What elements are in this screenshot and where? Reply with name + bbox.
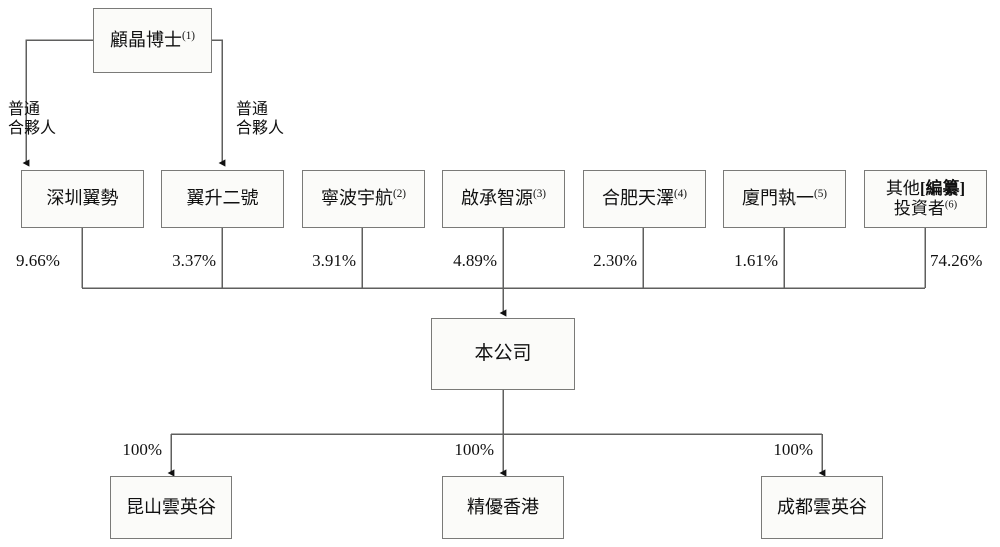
node-xiamen-zhiyi-label: 廈門執一(5) xyxy=(738,188,831,209)
node-ningbo-yuhang-footnote: (2) xyxy=(392,188,406,201)
node-founder[interactable]: 顧晶博士(1) xyxy=(93,8,212,73)
node-chengdu-yunyinggu[interactable]: 成都雲英谷 xyxy=(761,476,883,539)
node-qicheng-zhiyuan-footnote: (3) xyxy=(532,188,546,201)
percent-jingyou-hongkong: 100% xyxy=(454,440,494,459)
node-ningbo-yuhang-label: 寧波宇航(2) xyxy=(317,188,410,209)
percent-shenzhen-yishi: 9.66% xyxy=(16,251,60,270)
node-shenzhen-yishi[interactable]: 深圳翼勢 xyxy=(21,170,144,228)
node-yisheng-erhao-name: 翼升二號 xyxy=(186,188,259,209)
node-kunshan-yunyinggu-label: 昆山雲英谷 xyxy=(126,496,216,517)
node-kunshan-yunyinggu[interactable]: 昆山雲英谷 xyxy=(110,476,232,539)
percent-chengdu-yunyinggu: 100% xyxy=(773,440,813,459)
percent-qicheng-zhiyuan: 4.89% xyxy=(453,251,497,270)
node-qicheng-zhiyuan-label: 啟承智源(3) xyxy=(457,188,550,209)
node-yisheng-erhao-label: 翼升二號 xyxy=(183,188,263,209)
node-other-investors-name-prefix: 其他 xyxy=(885,178,920,198)
node-hefei-tianze-footnote: (4) xyxy=(673,188,687,201)
node-other-investors-name-suffix: 投資者 xyxy=(893,199,945,218)
node-yisheng-erhao[interactable]: 翼升二號 xyxy=(161,170,284,228)
percent-xiamen-zhiyi: 1.61% xyxy=(734,251,778,270)
edge-note-gp-right: 普通 合夥人 xyxy=(236,101,285,138)
node-jingyou-hongkong[interactable]: 精優香港 xyxy=(442,476,564,539)
percent-kunshan-yunyinggu: 100% xyxy=(122,440,162,459)
percent-yisheng-erhao: 3.37% xyxy=(172,251,216,270)
node-other-investors[interactable]: 其他[編纂] 投資者(6) xyxy=(864,170,987,228)
node-other-investors-redaction-tag: [編纂] xyxy=(919,178,966,198)
node-jingyou-hongkong-label: 精優香港 xyxy=(467,496,539,517)
node-ningbo-yuhang[interactable]: 寧波宇航(2) xyxy=(302,170,425,228)
node-founder-name: 顧晶博士 xyxy=(109,29,182,50)
node-hefei-tianze[interactable]: 合肥天澤(4) xyxy=(583,170,706,228)
node-other-investors-footnote: (6) xyxy=(944,199,958,211)
node-the-company-label: 本公司 xyxy=(474,342,532,364)
node-ningbo-yuhang-name: 寧波宇航 xyxy=(320,188,393,209)
node-shenzhen-yishi-name: 深圳翼勢 xyxy=(46,188,119,209)
node-founder-footnote: (1) xyxy=(181,29,195,42)
percent-ningbo-yuhang: 3.91% xyxy=(312,251,356,270)
node-xiamen-zhiyi-name: 廈門執一 xyxy=(741,188,814,209)
node-qicheng-zhiyuan-name: 啟承智源 xyxy=(460,188,533,209)
node-xiamen-zhiyi[interactable]: 廈門執一(5) xyxy=(723,170,846,228)
node-founder-label: 顧晶博士(1) xyxy=(106,30,199,51)
node-chengdu-yunyinggu-label: 成都雲英谷 xyxy=(777,496,867,517)
node-other-investors-label: 其他[編纂] 投資者(6) xyxy=(882,179,969,219)
percent-hefei-tianze: 2.30% xyxy=(593,251,637,270)
node-hefei-tianze-label: 合肥天澤(4) xyxy=(598,188,691,209)
node-xiamen-zhiyi-footnote: (5) xyxy=(813,188,827,201)
node-hefei-tianze-name: 合肥天澤 xyxy=(601,188,674,209)
edge-note-gp-left: 普通 合夥人 xyxy=(8,101,57,138)
node-the-company[interactable]: 本公司 xyxy=(431,318,575,390)
percent-other-investors: 74.26% xyxy=(930,251,983,270)
node-qicheng-zhiyuan[interactable]: 啟承智源(3) xyxy=(442,170,565,228)
node-shenzhen-yishi-label: 深圳翼勢 xyxy=(43,188,123,209)
